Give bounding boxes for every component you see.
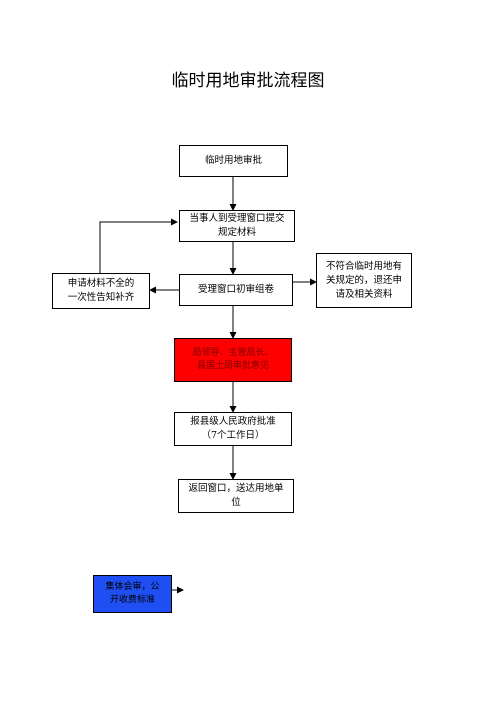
node-review: 受理窗口初审组卷: [179, 274, 293, 306]
node-submit: 当事人到受理窗口提交 规定材料: [179, 210, 295, 242]
arrow-incomplete-to-submit: [99, 218, 178, 273]
node-approve-opinion: 局领导、主管局长、 县国土局审批意见: [174, 338, 292, 382]
node-noncompliant-label: 不符合临时用地有 关规定的，退还申 请及相关资料: [325, 260, 402, 300]
page-title: 临时用地审批流程图: [171, 71, 325, 91]
node-incomplete-label: 申请材料不全的 一次性告知补齐: [67, 278, 135, 303]
node-incomplete: 申请材料不全的 一次性告知补齐: [52, 273, 150, 309]
node-return-label: 返回窗口，送达用地单 位: [188, 483, 284, 508]
node-review-label: 受理窗口初审组卷: [197, 284, 274, 295]
node-noncompliant: 不符合临时用地有 关规定的，退还申 请及相关资料: [316, 253, 412, 308]
node-submit-label: 当事人到受理窗口提交 规定材料: [189, 213, 285, 238]
node-approve-opinion-label: 局领导、主管局长、 县国土局审批意见: [192, 348, 274, 371]
node-return: 返回窗口，送达用地单 位: [178, 479, 294, 513]
node-county: 报县级人民政府批准 （7个工作日）: [174, 412, 292, 446]
node-collective: 集体会审，公 开收费标准: [93, 575, 172, 613]
node-county-label: 报县级人民政府批准 （7个工作日）: [190, 416, 276, 441]
node-start: 临时用地审批: [179, 145, 288, 177]
node-collective-label: 集体会审，公 开收费标准: [105, 582, 160, 605]
node-start-label: 临时用地审批: [204, 155, 262, 166]
